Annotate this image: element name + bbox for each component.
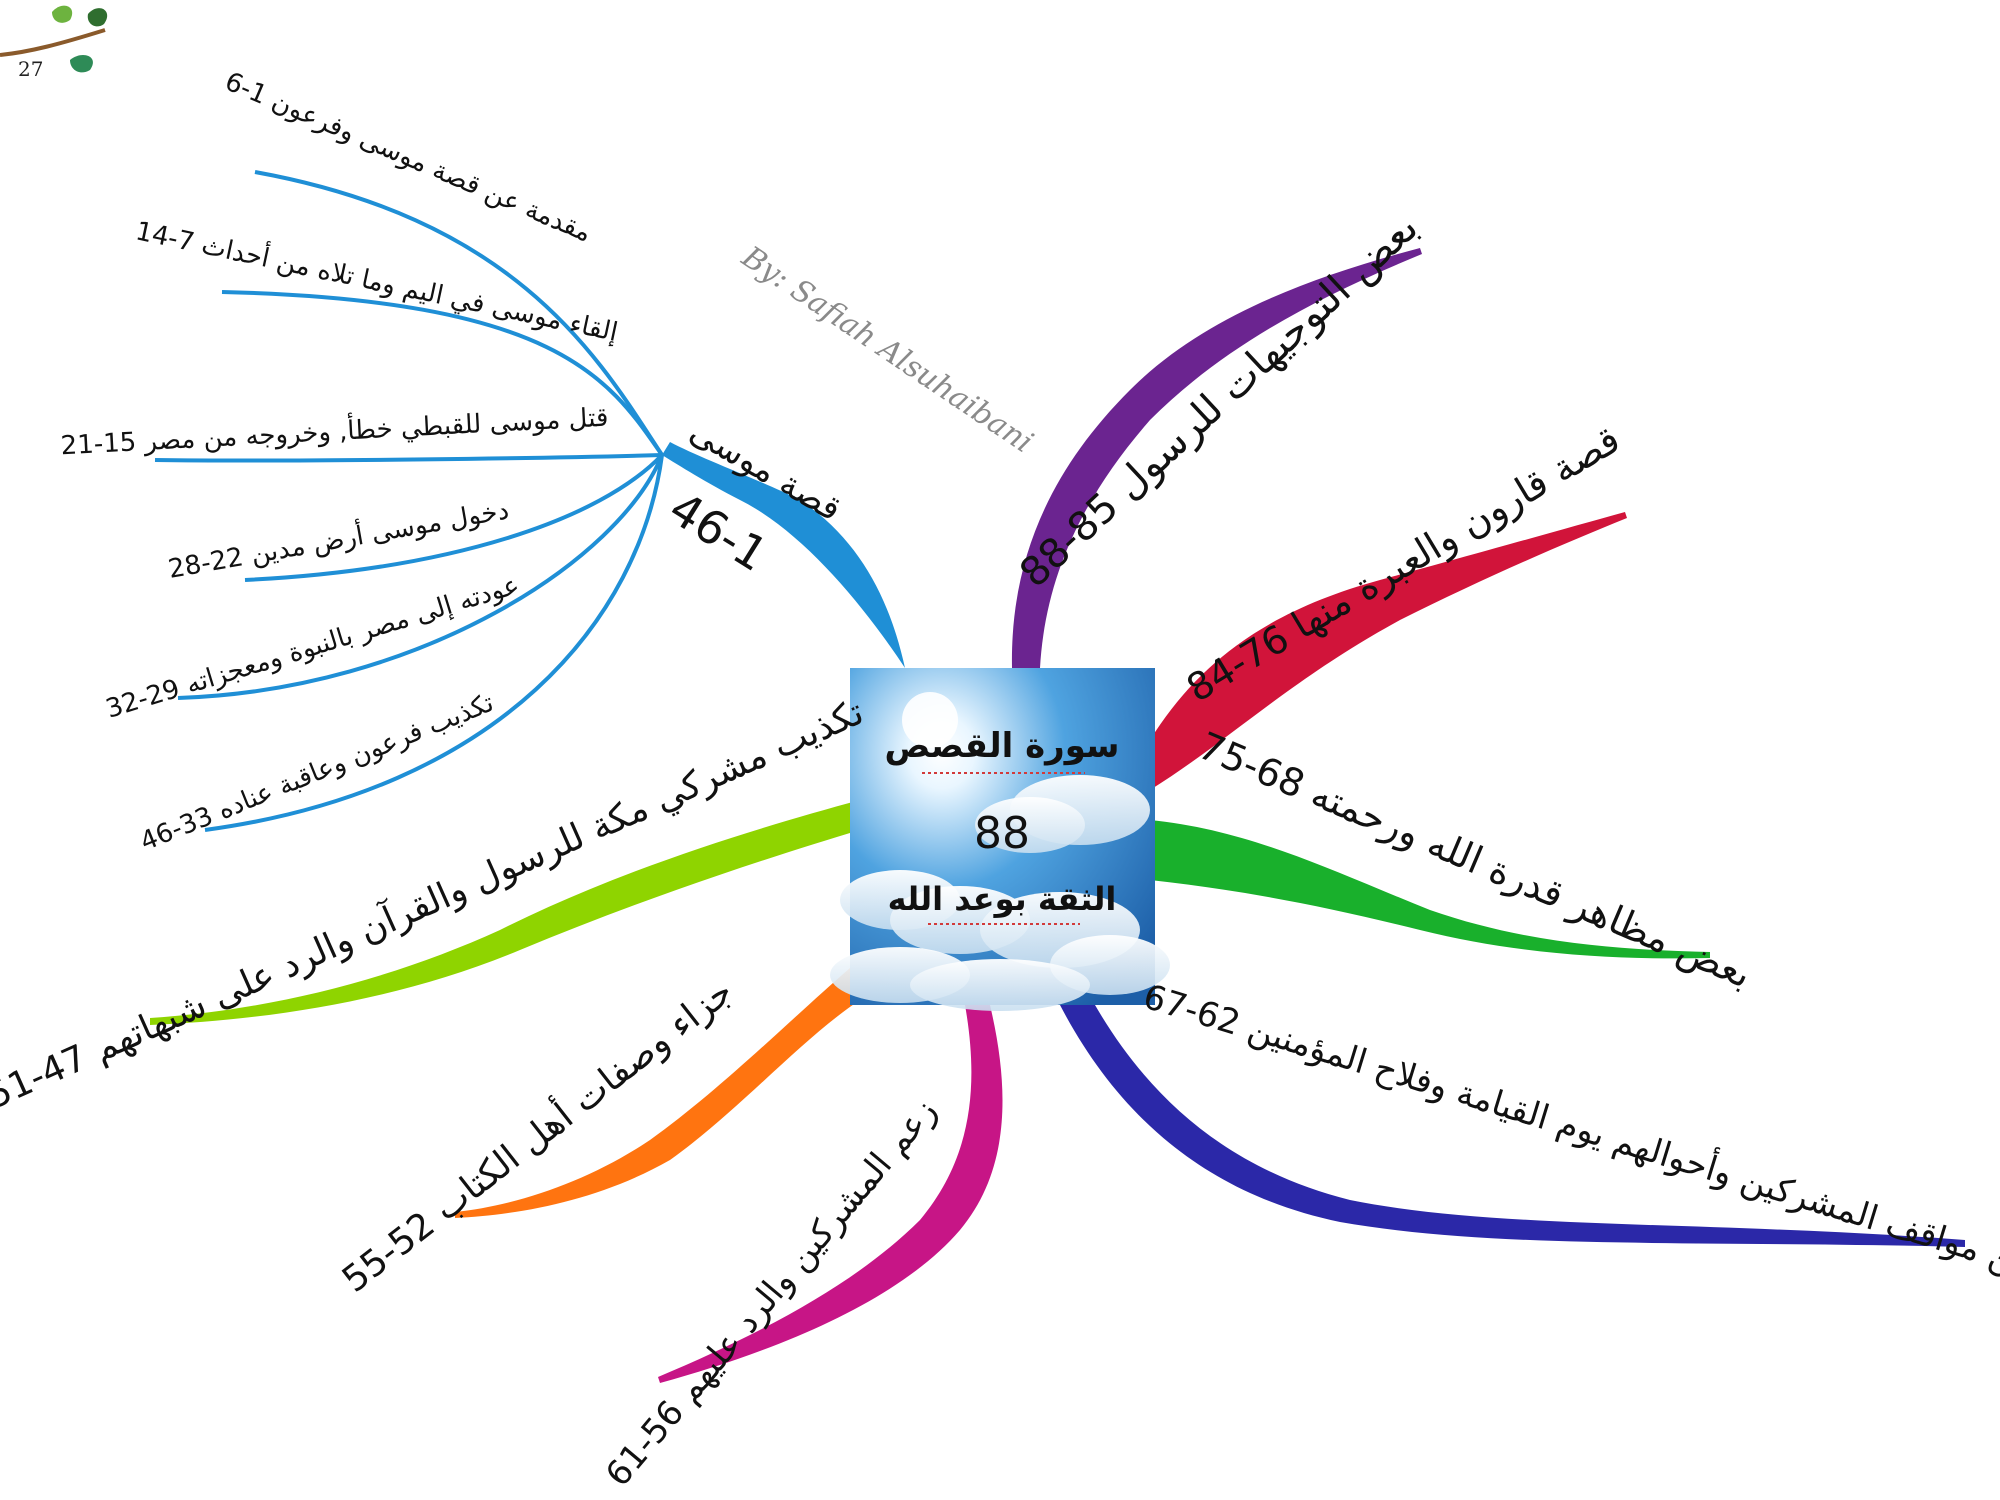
branch-jaza (455, 968, 860, 1218)
musa-sub-line-1 (254, 170, 664, 457)
branch-zaam (658, 1005, 1003, 1383)
musa-subtopic-6: تكذيب فرعون وعاقبة عناده 33-46 (136, 688, 498, 857)
musa-sub-line-2 (221, 290, 664, 457)
clouds-icon (830, 775, 1170, 1011)
musa-subtopic-1: مقدمة عن قصة موسى وفرعون 1-6 (221, 67, 596, 249)
musa-sub-line-6 (204, 454, 664, 832)
leaf-icon (70, 55, 93, 73)
branch-qarun-label: قصة قارون والعبرة منها 76-84 (1179, 417, 1628, 711)
musa-sub-line-3 (154, 453, 663, 463)
leaf-icon (87, 8, 108, 27)
leaf-icon (52, 5, 73, 23)
branch-qarun (1150, 512, 1627, 790)
page-number: 27 (18, 57, 43, 81)
branch-tawjihat (1011, 248, 1422, 668)
page-number-ornament: 27 (0, 5, 108, 81)
center-node: سورة القصص 88 الثقة بوعد الله (830, 668, 1170, 1011)
byline: By: Safiah Alsuhaibani (735, 239, 1039, 460)
branch-mazahir (1150, 820, 1710, 959)
musa-sub-line-4 (244, 453, 664, 582)
sun-icon (902, 692, 958, 748)
branch-takdhib (150, 800, 860, 1025)
branch-musa-stroke (662, 442, 905, 668)
branch-tawjihat-label: بعض التوجيهات للرسول 85-88 (1011, 204, 1427, 596)
musa-subtopic-3: قتل موسى للقبطي خطأ, وخروجه من مصر 15-21 (60, 398, 609, 462)
center-number: 88 (974, 808, 1030, 859)
branch-twig-icon (0, 28, 106, 57)
branch-musa (154, 170, 905, 832)
branch-takdhib-label: تكذيب مشركي مكة للرسول والقرآن والرد على… (0, 689, 870, 1117)
musa-sub-line-5 (177, 454, 664, 700)
center-subtitle: الثقة بوعد الله (888, 880, 1117, 918)
branch-mawaqif (1060, 1005, 1965, 1247)
center-title: سورة القصص (884, 726, 1119, 766)
